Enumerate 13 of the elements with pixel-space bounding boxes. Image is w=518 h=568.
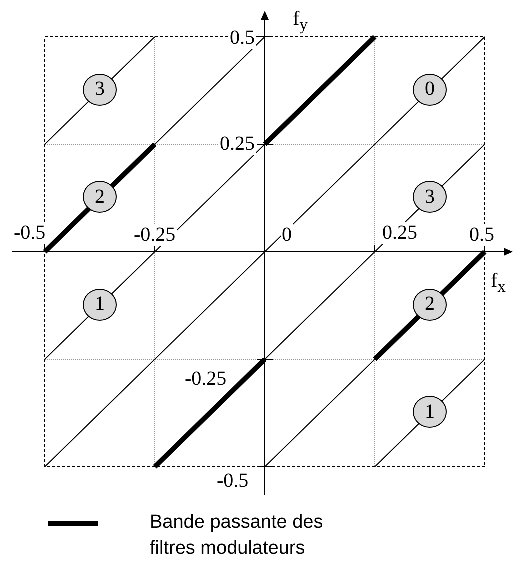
region-number-circle: 1 bbox=[83, 288, 117, 321]
region-number-circle: 2 bbox=[83, 181, 117, 214]
tick-label: -0.25 bbox=[133, 224, 177, 246]
tick-label: 0.5 bbox=[468, 224, 496, 246]
region-number-circle: 2 bbox=[413, 288, 447, 321]
legend-text: Bande passante des filtres modulateurs bbox=[150, 511, 324, 561]
region-number-circle: 0 bbox=[413, 74, 447, 106]
region-number-circle: 1 bbox=[413, 396, 447, 428]
tick-label: 0.25 bbox=[382, 222, 418, 244]
region-number-circle: 3 bbox=[83, 74, 117, 106]
axis-label: f$_{y}$ bbox=[292, 8, 309, 36]
region-number-circle: 3 bbox=[413, 181, 447, 214]
tick-label: -0.5 bbox=[13, 222, 47, 244]
